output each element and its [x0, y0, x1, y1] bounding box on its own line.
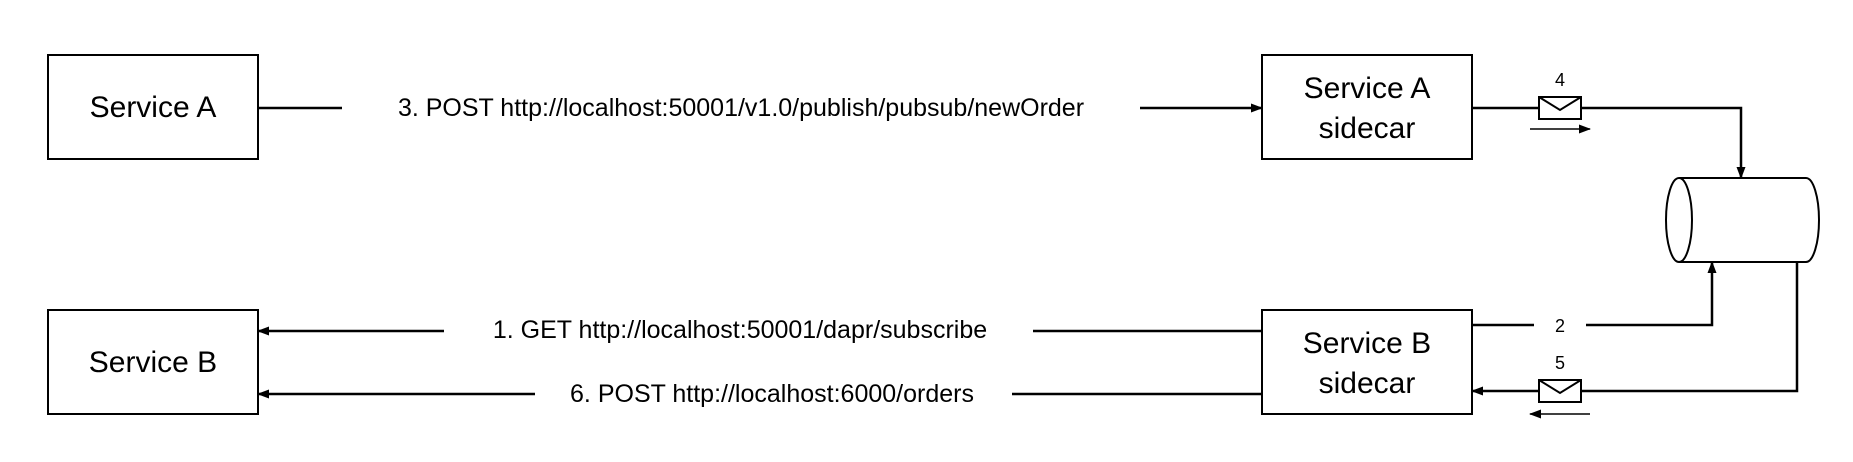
- envelope-icon: [1538, 96, 1582, 120]
- service-b-node: Service B: [47, 309, 259, 415]
- service-a-sidecar-node: Service A sidecar: [1261, 54, 1473, 160]
- service-b-label: Service B: [89, 346, 217, 379]
- sidecar-to-broker-edge: 4: [1472, 70, 1746, 179]
- service-a-node: Service A: [47, 54, 259, 160]
- service-b-sidecar-label-line1: Service B: [1303, 327, 1431, 360]
- subscribe-edge: 1. GET http://localhost:50001/dapr/subsc…: [257, 316, 1262, 344]
- envelope-icon: [1538, 379, 1582, 403]
- step-2-label: 2: [1555, 316, 1565, 336]
- deliver-edge-label: 6. POST http://localhost:6000/orders: [570, 380, 974, 408]
- service-a-label: Service A: [90, 91, 217, 124]
- publish-edge-label: 3. POST http://localhost:50001/v1.0/publ…: [398, 94, 1084, 122]
- broker-to-sidecar-edge: 5: [1471, 262, 1799, 419]
- service-a-sidecar-label-line2: sidecar: [1319, 112, 1416, 145]
- step-5-label: 5: [1555, 353, 1565, 373]
- service-b-sidecar-node: Service B sidecar: [1261, 309, 1473, 415]
- service-a-sidecar-label-line1: Service A: [1304, 72, 1431, 105]
- message-broker-cylinder-icon: [1665, 177, 1820, 263]
- subscribe-edge-label: 1. GET http://localhost:50001/dapr/subsc…: [493, 316, 987, 344]
- sidecar-subscribe-broker-edge: 2: [1472, 261, 1717, 336]
- step-4-label: 4: [1555, 70, 1565, 90]
- service-b-sidecar-label-line2: sidecar: [1319, 367, 1416, 400]
- publish-edge: 3. POST http://localhost:50001/v1.0/publ…: [258, 94, 1263, 122]
- deliver-edge: 6. POST http://localhost:6000/orders: [257, 380, 1262, 408]
